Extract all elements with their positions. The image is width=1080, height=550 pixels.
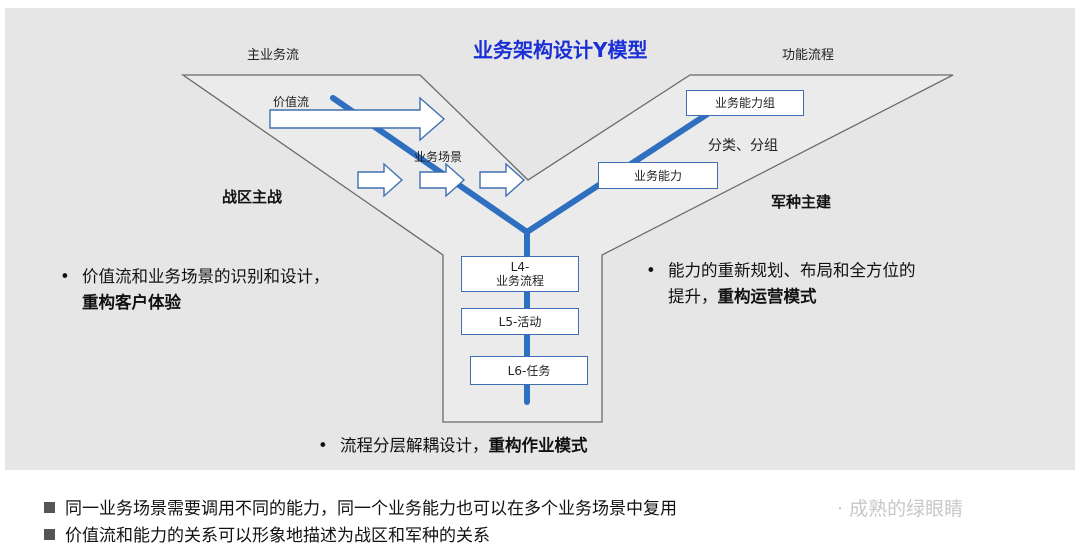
l5-activity-box: L5-活动 [461,308,579,335]
watermark: · 成熟的绿眼睛 [837,494,963,521]
bottom-bullet-a: 流程分层解耦设计， [340,436,489,455]
watermark-separator: · [837,498,844,520]
value-stream-label: 价值流 [273,95,310,109]
y-model-outline [180,74,954,423]
right-bullet-line1: 能力的重新规划、布局和全方位的 [668,261,916,280]
main-flow-label: 主业务流 [247,48,300,63]
footer-line-1: 同一业务场景需要调用不同的能力，同一个业务能力也可以在多个业务场景中复用 [44,494,677,519]
right-bullet-line2b: 重构运营模式 [717,287,817,306]
bullet-dot: • [646,261,656,280]
service-build-label: 军种主建 [771,193,832,211]
diagram-title: 业务架构设计Y模型 [473,38,648,62]
scene-arrow-1 [357,162,404,198]
watermark-text: 成熟的绿眼睛 [849,498,964,520]
left-bullet-line2: 重构客户体验 [82,293,181,312]
func-flow-label: 功能流程 [782,48,835,63]
l6-task-box: L6-任务 [470,356,588,385]
left-bullet: • 价值流和业务场景的识别和设计， 重构客户体验 [60,264,330,316]
right-bullet: • 能力的重新规划、布局和全方位的 提升，重构运营模式 [646,258,916,310]
square-bullet-icon [44,529,55,540]
bottom-bullet-b: 重构作业模式 [488,436,588,455]
capability-group-box: 业务能力组 [686,90,804,116]
right-bullet-line2a: 提升， [668,287,718,306]
bullet-dot: • [318,436,328,455]
war-zone-label: 战区主战 [222,188,283,206]
footer-line-2: 价值流和能力的关系可以形象地描述为战区和军种的关系 [44,521,490,546]
bullet-dot: • [60,267,70,286]
l4-line1: L4- [510,260,530,274]
left-bullet-line1: 价值流和业务场景的识别和设计， [82,267,330,286]
l4-line2: 业务流程 [495,274,544,288]
scene-arrow-2 [419,162,466,198]
capability-box: 业务能力 [598,162,718,189]
square-bullet-icon [44,502,55,513]
classify-label: 分类、分组 [708,138,778,154]
bottom-bullet: • 流程分层解耦设计，重构作业模式 [318,433,588,459]
biz-scene-label: 业务场景 [414,150,463,164]
value-stream-arrow [269,96,446,142]
scene-arrow-3 [479,162,526,198]
l4-process-box: L4- 业务流程 [461,256,579,292]
